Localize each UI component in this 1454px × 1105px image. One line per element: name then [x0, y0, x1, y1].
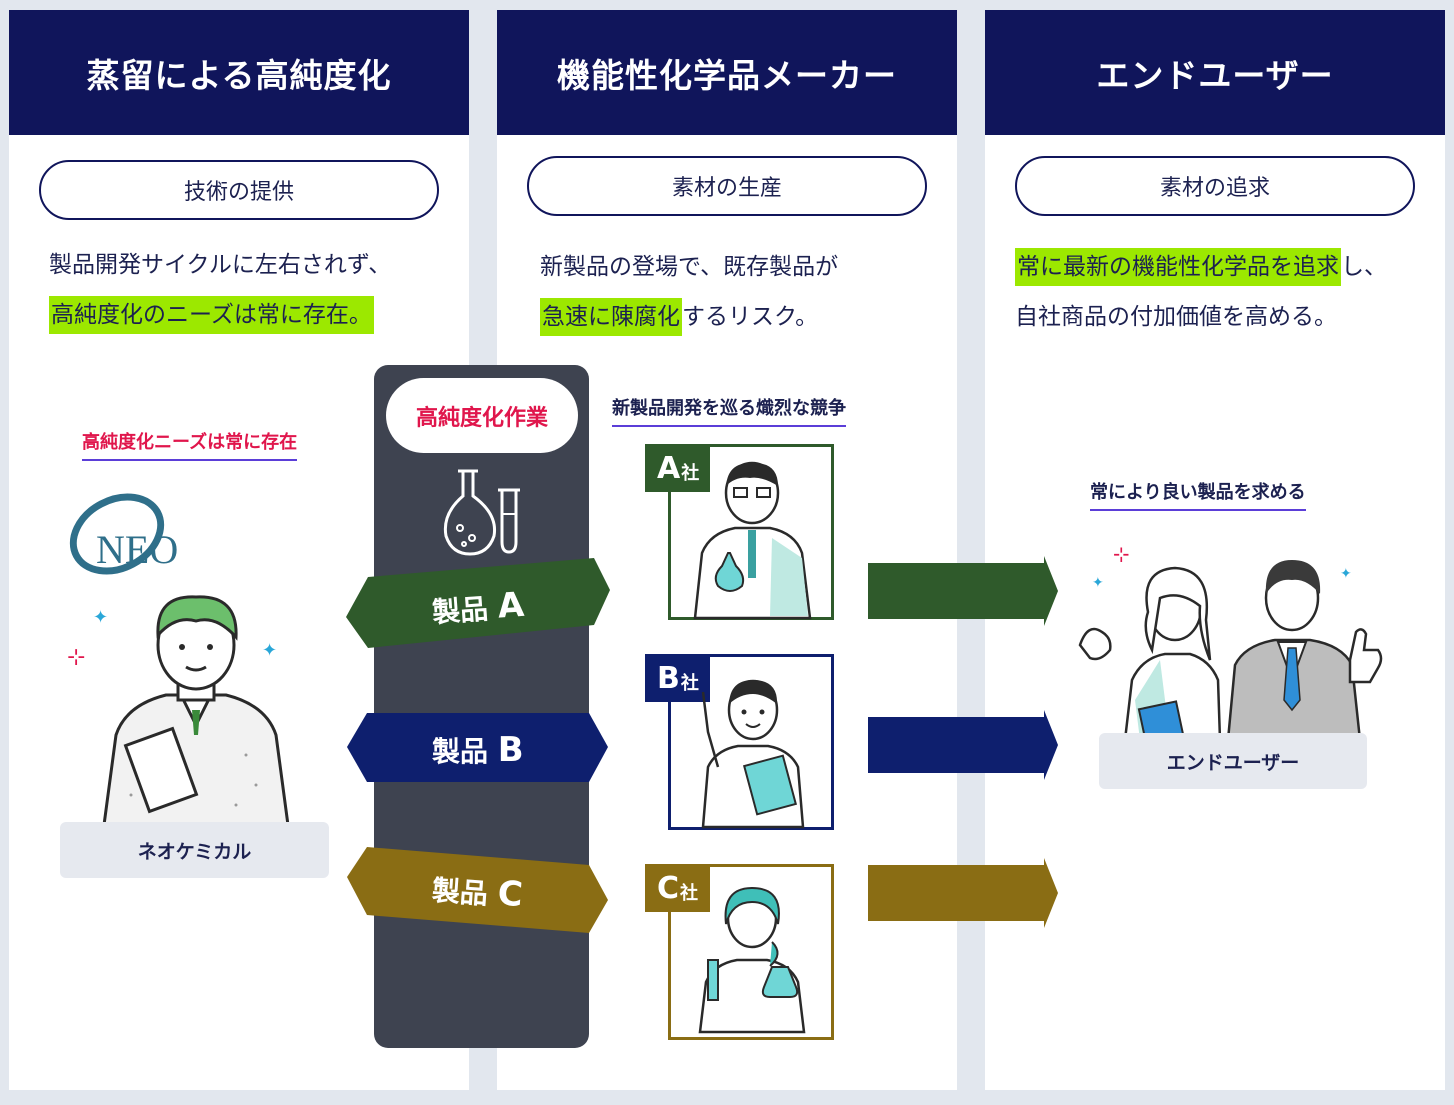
- highlight-text: 急速に陳腐化: [540, 298, 682, 336]
- sparkle-icon: ✦: [1340, 566, 1352, 582]
- column-header: エンドユーザー: [985, 10, 1445, 135]
- flask-icon: [443, 469, 520, 556]
- arrow-b-to-users: [868, 710, 1058, 780]
- neo-logo: NEO: [69, 493, 178, 575]
- sparkle-icon: ✦: [1092, 575, 1104, 591]
- worker-illustration: [102, 595, 290, 827]
- end-users-label: エンドユーザー: [1099, 733, 1367, 789]
- product-c-label: 製品 C: [430, 873, 525, 916]
- product-a-arrow: [346, 558, 610, 648]
- researcher-b-illustration: [701, 679, 805, 829]
- sparkle-icon: ✦: [93, 607, 109, 628]
- product-b-label: 製品 B: [432, 730, 524, 770]
- role-pill: 技術の提供: [39, 160, 439, 220]
- work-label: 高純度化作業: [386, 378, 578, 453]
- product-c-arrow: [347, 847, 608, 933]
- highlight-text: 常に最新の機能性化学品を追求: [1015, 248, 1341, 286]
- column-description: 新製品の登場で、既存製品が 急速に陳腐化するリスク。: [540, 242, 838, 342]
- product-b-arrow: [347, 713, 608, 782]
- column-header: 蒸留による高純度化: [9, 10, 469, 135]
- researcher-c-illustration: [698, 886, 806, 1034]
- researcher-a-illustration: [693, 461, 812, 620]
- column-end-user: エンドユーザー 素材の追求 常に最新の機能性化学品を追求し、 自社商品の付加価値…: [985, 10, 1445, 1090]
- sparkle-icon: ✦: [262, 640, 278, 661]
- highlight-text: 高純度化のニーズは常に存在。: [49, 296, 374, 334]
- column-description: 製品開発サイクルに左右されず、 高純度化のニーズは常に存在。: [49, 240, 391, 340]
- purification-band: [374, 365, 589, 1048]
- role-pill: 素材の生産: [527, 156, 927, 216]
- column-description: 常に最新の機能性化学品を追求し、 自社商品の付加価値を高める。: [1015, 242, 1387, 342]
- company-label-neochemical: ネオケミカル: [60, 822, 329, 878]
- logo-text: NEO: [96, 527, 178, 572]
- sparkle-icon: ⊹: [1113, 542, 1130, 566]
- end-users-illustration: [1078, 560, 1383, 745]
- product-a-label: 製品 A: [431, 584, 526, 630]
- role-pill: 素材の追求: [1015, 156, 1415, 216]
- column-header: 機能性化学品メーカー: [497, 10, 957, 135]
- seek-title: 常により良い製品を求める: [1090, 478, 1306, 511]
- arrow-a-to-users: [868, 556, 1058, 626]
- sparkle-icon: ⊹: [67, 645, 86, 670]
- competition-title: 新製品開発を巡る熾烈な競争: [612, 394, 846, 427]
- arrow-c-to-users: [868, 858, 1058, 928]
- needs-title: 高純度化ニーズは常に存在: [82, 428, 298, 461]
